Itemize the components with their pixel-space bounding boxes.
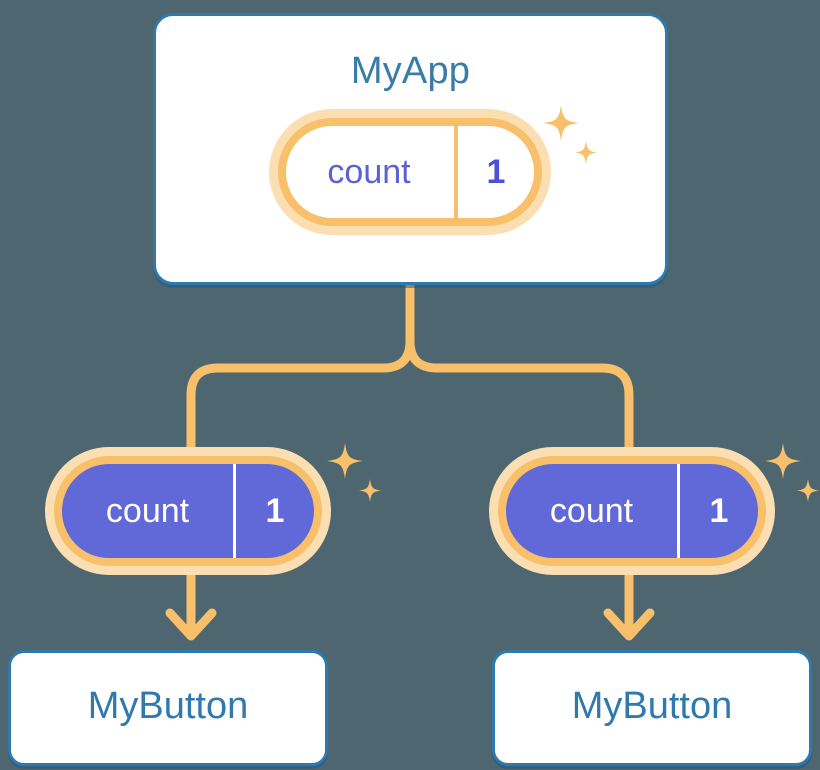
child-left-component-card[interactable]: MyButton xyxy=(8,650,328,766)
child-left-component-title: MyButton xyxy=(87,685,249,727)
child-left-state-pill[interactable]: count 1 xyxy=(54,456,322,566)
child-left-state-key: count xyxy=(62,464,236,558)
child-right-component-title: MyButton xyxy=(571,685,733,727)
four-point-star-icon xyxy=(327,443,363,479)
child-right-state-value: 1 xyxy=(709,492,729,530)
child-left-state-value: 1 xyxy=(265,492,285,530)
root-state-pill-wrapper: count 1 xyxy=(269,109,551,235)
child-right-state-pill[interactable]: count 1 xyxy=(498,456,766,566)
child-right-state-key: count xyxy=(506,464,680,558)
connector-branch-left xyxy=(186,340,415,452)
arrowhead-right xyxy=(603,608,655,641)
four-point-star-icon-small xyxy=(797,479,819,502)
root-state-key: count xyxy=(286,126,458,218)
sparkle-left-group xyxy=(327,443,381,502)
four-point-star-icon xyxy=(765,443,801,479)
child-right-state-pill-wrapper: count 1 xyxy=(489,447,775,575)
root-state-value: 1 xyxy=(486,153,506,191)
arrowhead-left xyxy=(165,608,217,641)
child-left-state-pill-wrapper: count 1 xyxy=(45,447,331,575)
child-right-component-card[interactable]: MyButton xyxy=(492,650,812,766)
page-title: MyApp xyxy=(350,50,471,92)
connector-branch-right xyxy=(405,340,634,452)
root-state-pill[interactable]: count 1 xyxy=(278,118,542,226)
four-point-star-icon-small xyxy=(359,479,381,502)
